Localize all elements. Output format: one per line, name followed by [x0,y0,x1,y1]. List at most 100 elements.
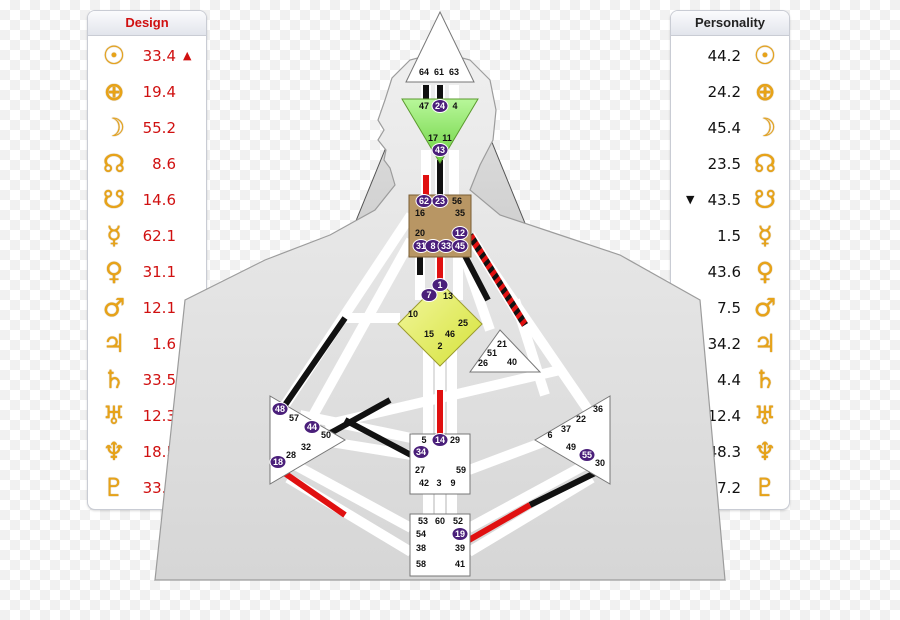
gate-label: 51 [487,348,497,358]
gate-label: 58 [416,559,426,569]
personality-value: 23.5 [707,155,741,173]
jupiter-icon: ♃ [102,329,126,358]
active-gate-marker [431,194,449,208]
gate-label: 46 [445,329,455,339]
uranus-icon: ♅ [753,401,777,430]
gate-label: 41 [455,559,465,569]
mercury-icon: ☿ [757,221,773,250]
gate-label: 30 [595,458,605,468]
active-gate-marker [451,239,469,253]
active-gate-marker [431,278,449,292]
north-node-icon: ☊ [753,149,777,178]
design-row: ☊8.6 [88,146,206,182]
venus-icon: ♀ [104,257,124,286]
pluto-icon: ♇ [753,473,777,502]
uranus-icon: ♅ [102,401,126,430]
gate-label: 2 [437,341,442,351]
gate-label: 24 [435,101,445,111]
gate-label: 55 [582,450,592,460]
design-row: ☽55.2 [88,110,206,146]
personality-value: 7.2 [717,479,741,497]
gate-label: 31 [416,241,426,251]
gate-label: 26 [478,358,488,368]
gate-label: 10 [408,309,418,319]
active-gate-marker [578,448,596,462]
neptune-icon: ♆ [753,437,777,466]
personality-value: 44.2 [707,47,741,65]
design-value: 12.1 [142,299,176,317]
personality-row: ☽45.4 [671,110,789,146]
personality-row: ☊ 23.5 [671,146,789,182]
personality-value: 4.4 [717,371,741,389]
gate-label: 20 [415,228,425,238]
gate-label: 45 [455,241,465,251]
personality-rows: ☉44.2⊕24.2☽45.4☊23.5☋43.5▼☿1.5♀43.6♂7.5▲… [671,36,789,506]
gate-label: 48 [275,404,285,414]
personality-row: ☿1.5 [671,218,789,254]
design-value: 1.6 [152,335,176,353]
gate-label: 11 [442,133,452,143]
design-row: ☉33.4▲ [88,38,206,74]
mercury-icon: ☿ [106,221,122,250]
personality-value: 45.4 [707,119,741,137]
personality-value: 12.4 [707,407,741,425]
active-gate-marker [431,99,449,113]
gate-label: 53 [418,516,428,526]
gate-label: 38 [416,543,426,553]
design-value: 19.4 [142,83,176,101]
active-gate-marker [412,445,430,459]
personality-row: ☋43.5▼ [671,182,789,218]
active-gate-marker [451,527,469,541]
gate-label: 50 [321,430,331,440]
gate-label: 60 [435,516,445,526]
gate-label: 52 [453,516,463,526]
design-row: ♀31.1 [88,254,206,290]
personality-row: ♅ 12.4 [671,398,789,434]
active-gate-marker [420,288,438,302]
gate-label: 63 [449,67,459,77]
design-panel-title: Design [88,11,206,36]
gate-label: 40 [507,357,517,367]
design-value: 33.5 [142,371,176,389]
gate-label: 3 [436,478,441,488]
gate-label: 54 [416,529,426,539]
personality-row: ☉ 44.2 [671,38,789,74]
personality-row: ♃34.2 [671,326,789,362]
gate-label: 12 [455,228,465,238]
personality-row: ⊕ 24.2 [671,74,789,110]
root-center [409,513,471,577]
gate-label: 64 [419,67,429,77]
gate-label: 5 [421,435,426,445]
gate-label: 15 [424,329,434,339]
solar-plexus-center [534,395,611,485]
personality-row: ♆48.3 [671,434,789,470]
head-center [405,10,475,83]
sun-icon: ☉ [753,41,777,70]
design-value: 33.4 [142,47,176,65]
earth-icon: ⊕ [103,77,125,106]
earth-icon: ⊕ [754,77,776,106]
gate-label: 29 [450,435,460,445]
heart-center [469,329,542,373]
mars-icon: ♂ [753,293,777,322]
gate-label: 39 [455,543,465,553]
design-row: ☋14.6 [88,182,206,218]
design-row: ☿62.1 [88,218,206,254]
personality-value: 7.5 [717,299,741,317]
gate-label: 13 [443,291,453,301]
design-value: 12.3 [142,407,176,425]
personality-value: 34.2 [707,335,741,353]
neptune-icon: ♆ [102,437,126,466]
personality-panel: Personality ☉44.2⊕24.2☽45.4☊23.5☋43.5▼☿1… [670,10,790,510]
personality-value: 24.2 [707,83,741,101]
active-gate-marker [271,402,289,416]
gate-label: 34 [416,447,426,457]
gate-label: 49 [566,442,576,452]
saturn-icon: ♄ [753,365,777,394]
gate-label: 19 [455,529,465,539]
gate-label: 47 [419,101,429,111]
gate-label: 42 [419,478,429,488]
south-node-icon: ☋ [102,185,126,214]
